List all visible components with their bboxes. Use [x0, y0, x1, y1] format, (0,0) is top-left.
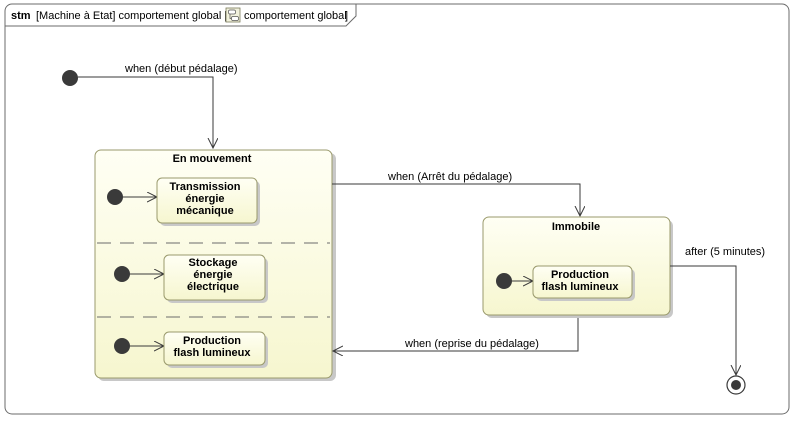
- initial-pseudostate[interactable]: [62, 70, 78, 86]
- final-state[interactable]: [726, 375, 746, 395]
- state-diagram-icon: [225, 7, 241, 23]
- substate-production-line-2: flash lumineux: [173, 347, 251, 359]
- substate-transmission-line-1: Transmission: [170, 181, 241, 193]
- substate-stockage-line-2: énergie: [193, 269, 232, 281]
- substate-stockage[interactable]: Stockage énergie électrique: [163, 254, 268, 303]
- transition-start[interactable]: when (début pédalage): [78, 63, 238, 148]
- transition-to-final-label: after (5 minutes): [685, 246, 765, 258]
- substate-production-immobile[interactable]: Production flash lumineux: [532, 265, 635, 301]
- transition-to-final[interactable]: after (5 minutes): [670, 246, 765, 375]
- state-en-mouvement-name: En mouvement: [173, 153, 252, 165]
- transition-to-immobile-label: when (Arrêt du pédalage): [387, 171, 512, 183]
- transition-to-immobile[interactable]: when (Arrêt du pédalage): [332, 171, 580, 216]
- initial-pseudostate[interactable]: [107, 189, 123, 205]
- state-en-mouvement[interactable]: En mouvement Transmission énergie mécani…: [94, 149, 336, 381]
- substate-production-mouvement[interactable]: Production flash lumineux: [163, 331, 268, 368]
- substate-production-line-2: flash lumineux: [541, 281, 619, 293]
- state-immobile-name: Immobile: [552, 221, 600, 233]
- substate-production-line-1: Production: [183, 335, 241, 347]
- state-immobile[interactable]: Immobile Production flash lumineux: [482, 216, 673, 318]
- initial-pseudostate[interactable]: [496, 273, 512, 289]
- transition-to-mouvement[interactable]: when (reprise du pédalage): [333, 318, 579, 351]
- initial-pseudostate[interactable]: [114, 266, 130, 282]
- substate-stockage-line-3: électrique: [187, 281, 239, 293]
- frame-title-close: ]: [345, 10, 348, 22]
- substate-transmission-line-3: mécanique: [176, 205, 233, 217]
- substate-production-line-1: Production: [551, 269, 609, 281]
- substate-transmission[interactable]: Transmission énergie mécanique: [156, 177, 260, 226]
- transition-start-label: when (début pédalage): [124, 63, 238, 75]
- transition-to-mouvement-label: when (reprise du pédalage): [404, 338, 539, 350]
- substate-stockage-line-1: Stockage: [189, 257, 238, 269]
- frame-title: [Machine à Etat] comportement global [: [36, 10, 227, 22]
- frame-keyword: stm: [11, 10, 31, 22]
- substate-transmission-line-2: énergie: [185, 193, 224, 205]
- frame-diagram-name: comportement global: [244, 10, 347, 22]
- initial-pseudostate[interactable]: [114, 338, 130, 354]
